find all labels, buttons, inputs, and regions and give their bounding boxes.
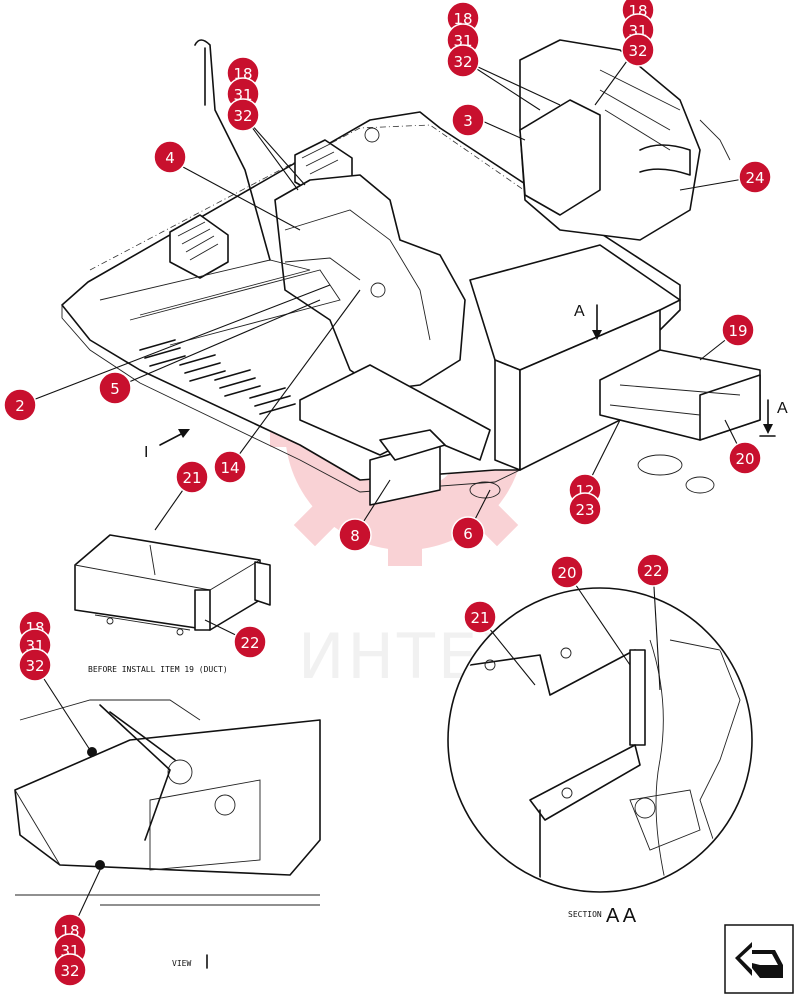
view-label: VIEW (172, 959, 191, 968)
callout-circle (446, 44, 480, 78)
callout-c8: 8 (338, 518, 372, 552)
svg-text:I: I (144, 444, 148, 461)
callout-c32a: 32 (446, 44, 480, 78)
callout-c20b: 20 (550, 555, 584, 589)
callout-c19: 19 (721, 313, 755, 347)
callout-c2: 2 (3, 388, 37, 422)
callout-c22a: 22 (233, 625, 267, 659)
callout-c6: 6 (451, 516, 485, 550)
callout-label: 19 (728, 322, 747, 340)
callout-circle (153, 140, 187, 174)
section-letters: A A (606, 905, 637, 927)
section-aa-detail: SECTION A A (447, 587, 753, 927)
callout-circle (728, 441, 762, 475)
callout-circle (338, 518, 372, 552)
callout-label: 4 (165, 149, 175, 167)
view-arrow-a-top: A (574, 303, 602, 340)
callout-label: 6 (463, 525, 473, 543)
return-arrow-icon[interactable] (724, 924, 794, 994)
callout-label: 32 (628, 42, 647, 60)
callout-c21a: 21 (175, 460, 209, 494)
callout-circle (636, 553, 670, 587)
callout-c23: 23 (568, 492, 602, 526)
main-assembly (61, 39, 761, 506)
callout-circle (18, 648, 52, 682)
callout-label: 22 (240, 634, 259, 652)
callout-circle (98, 371, 132, 405)
svg-text:A: A (777, 400, 788, 417)
callout-label: 18 (453, 10, 472, 28)
before-install-note: BEFORE INSTALL ITEM 19 (DUCT) (88, 665, 228, 674)
callout-circle (226, 98, 260, 132)
callout-circle (451, 103, 485, 137)
callout-c22b: 22 (636, 553, 670, 587)
callout-c4: 4 (153, 140, 187, 174)
callout-label: 2 (15, 397, 25, 415)
view-arrow-a-right: A (759, 399, 788, 437)
callout-c24: 24 (738, 160, 772, 194)
callout-c32b: 32 (621, 33, 655, 67)
callout-label: 23 (575, 501, 594, 519)
callout-circle (568, 492, 602, 526)
view-detail: VIEW (14, 699, 321, 969)
callout-c21b: 21 (463, 600, 497, 634)
callout-circle (53, 953, 87, 987)
callout-circle (233, 625, 267, 659)
callout-label: 21 (470, 609, 489, 627)
view-arrow-i: I (144, 429, 190, 461)
callout-label: 5 (110, 380, 120, 398)
callout-label: 24 (745, 169, 764, 187)
callout-c14: 14 (213, 450, 247, 484)
callout-c20a: 20 (728, 441, 762, 475)
callout-label: 14 (220, 459, 239, 477)
callout-label: 32 (453, 53, 472, 71)
callout-label: 20 (557, 564, 576, 582)
section-word: SECTION (568, 910, 602, 919)
callout-circle (213, 450, 247, 484)
callout-label: 22 (643, 562, 662, 580)
svg-text:A: A (574, 303, 585, 320)
callout-circle (463, 600, 497, 634)
callout-c32d: 32 (18, 648, 52, 682)
callout-label: 3 (463, 112, 473, 130)
callout-circle (550, 555, 584, 589)
callout-c3: 3 (451, 103, 485, 137)
callout-circle (451, 516, 485, 550)
callout-label: 20 (735, 450, 754, 468)
callout-circle (175, 460, 209, 494)
callout-label: 21 (182, 469, 201, 487)
callout-label: 32 (25, 657, 44, 675)
callout-label: 32 (233, 107, 252, 125)
callout-circle (621, 33, 655, 67)
callout-circle (721, 313, 755, 347)
callout-circle (738, 160, 772, 194)
callout-c32c: 32 (226, 98, 260, 132)
callout-label: 32 (60, 962, 79, 980)
callout-c32e: 32 (53, 953, 87, 987)
callout-circle (3, 388, 37, 422)
callout-c5: 5 (98, 371, 132, 405)
callout-label: 8 (350, 527, 360, 545)
